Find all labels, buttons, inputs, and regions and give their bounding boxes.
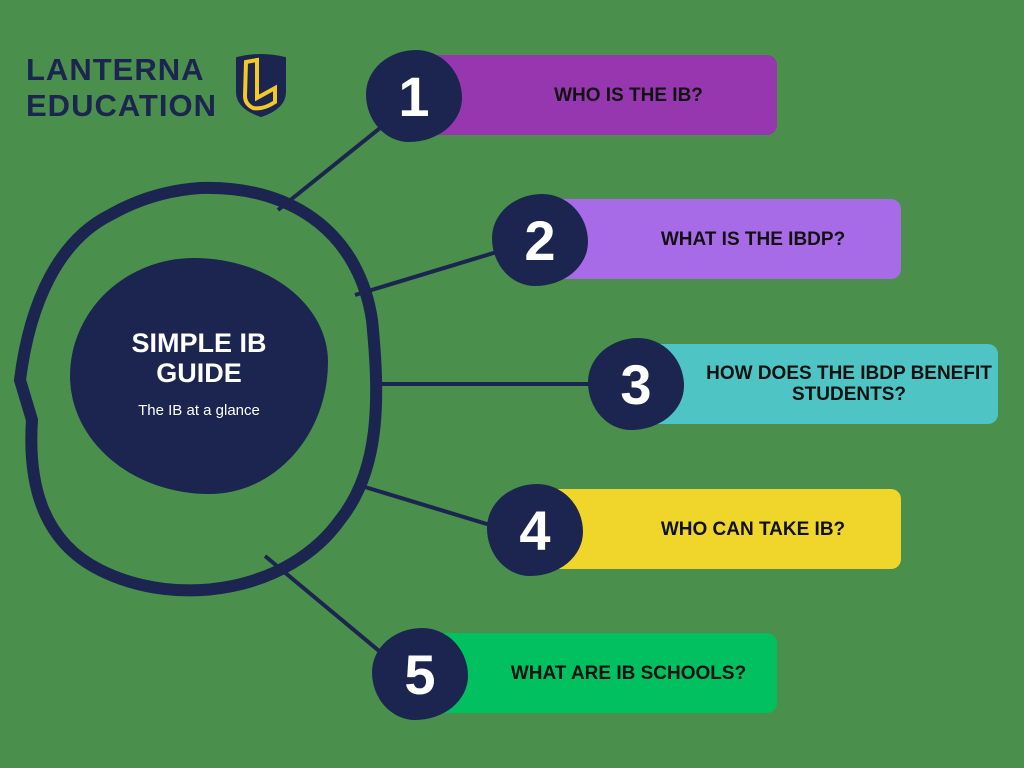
item-5-number: 5 (372, 628, 468, 720)
hub-subtitle: The IB at a glance (138, 402, 260, 419)
item-1-card[interactable]: WHO IS THE IB? (420, 55, 777, 135)
item-3-card[interactable]: HOW DOES THE IBDP BENEFIT STUDENTS? (640, 344, 998, 424)
hub-ring (13, 181, 383, 597)
brand-line2: EDUCATION (26, 88, 217, 123)
item-1-number: 1 (366, 50, 462, 142)
item-5-card[interactable]: WHAT ARE IB SCHOOLS? (420, 633, 777, 713)
item-3-number: 3 (588, 338, 684, 430)
brand-line1: LANTERNA (26, 52, 205, 87)
item-2-card[interactable]: WHAT IS THE IBDP? (545, 199, 901, 279)
shield-logo-icon (236, 54, 286, 118)
brand-wordmark: LANTERNA EDUCATION (26, 52, 217, 124)
item-4-card[interactable]: WHO CAN TAKE IB? (545, 489, 901, 569)
item-4-number: 4 (487, 484, 583, 576)
item-2-number: 2 (492, 194, 588, 286)
